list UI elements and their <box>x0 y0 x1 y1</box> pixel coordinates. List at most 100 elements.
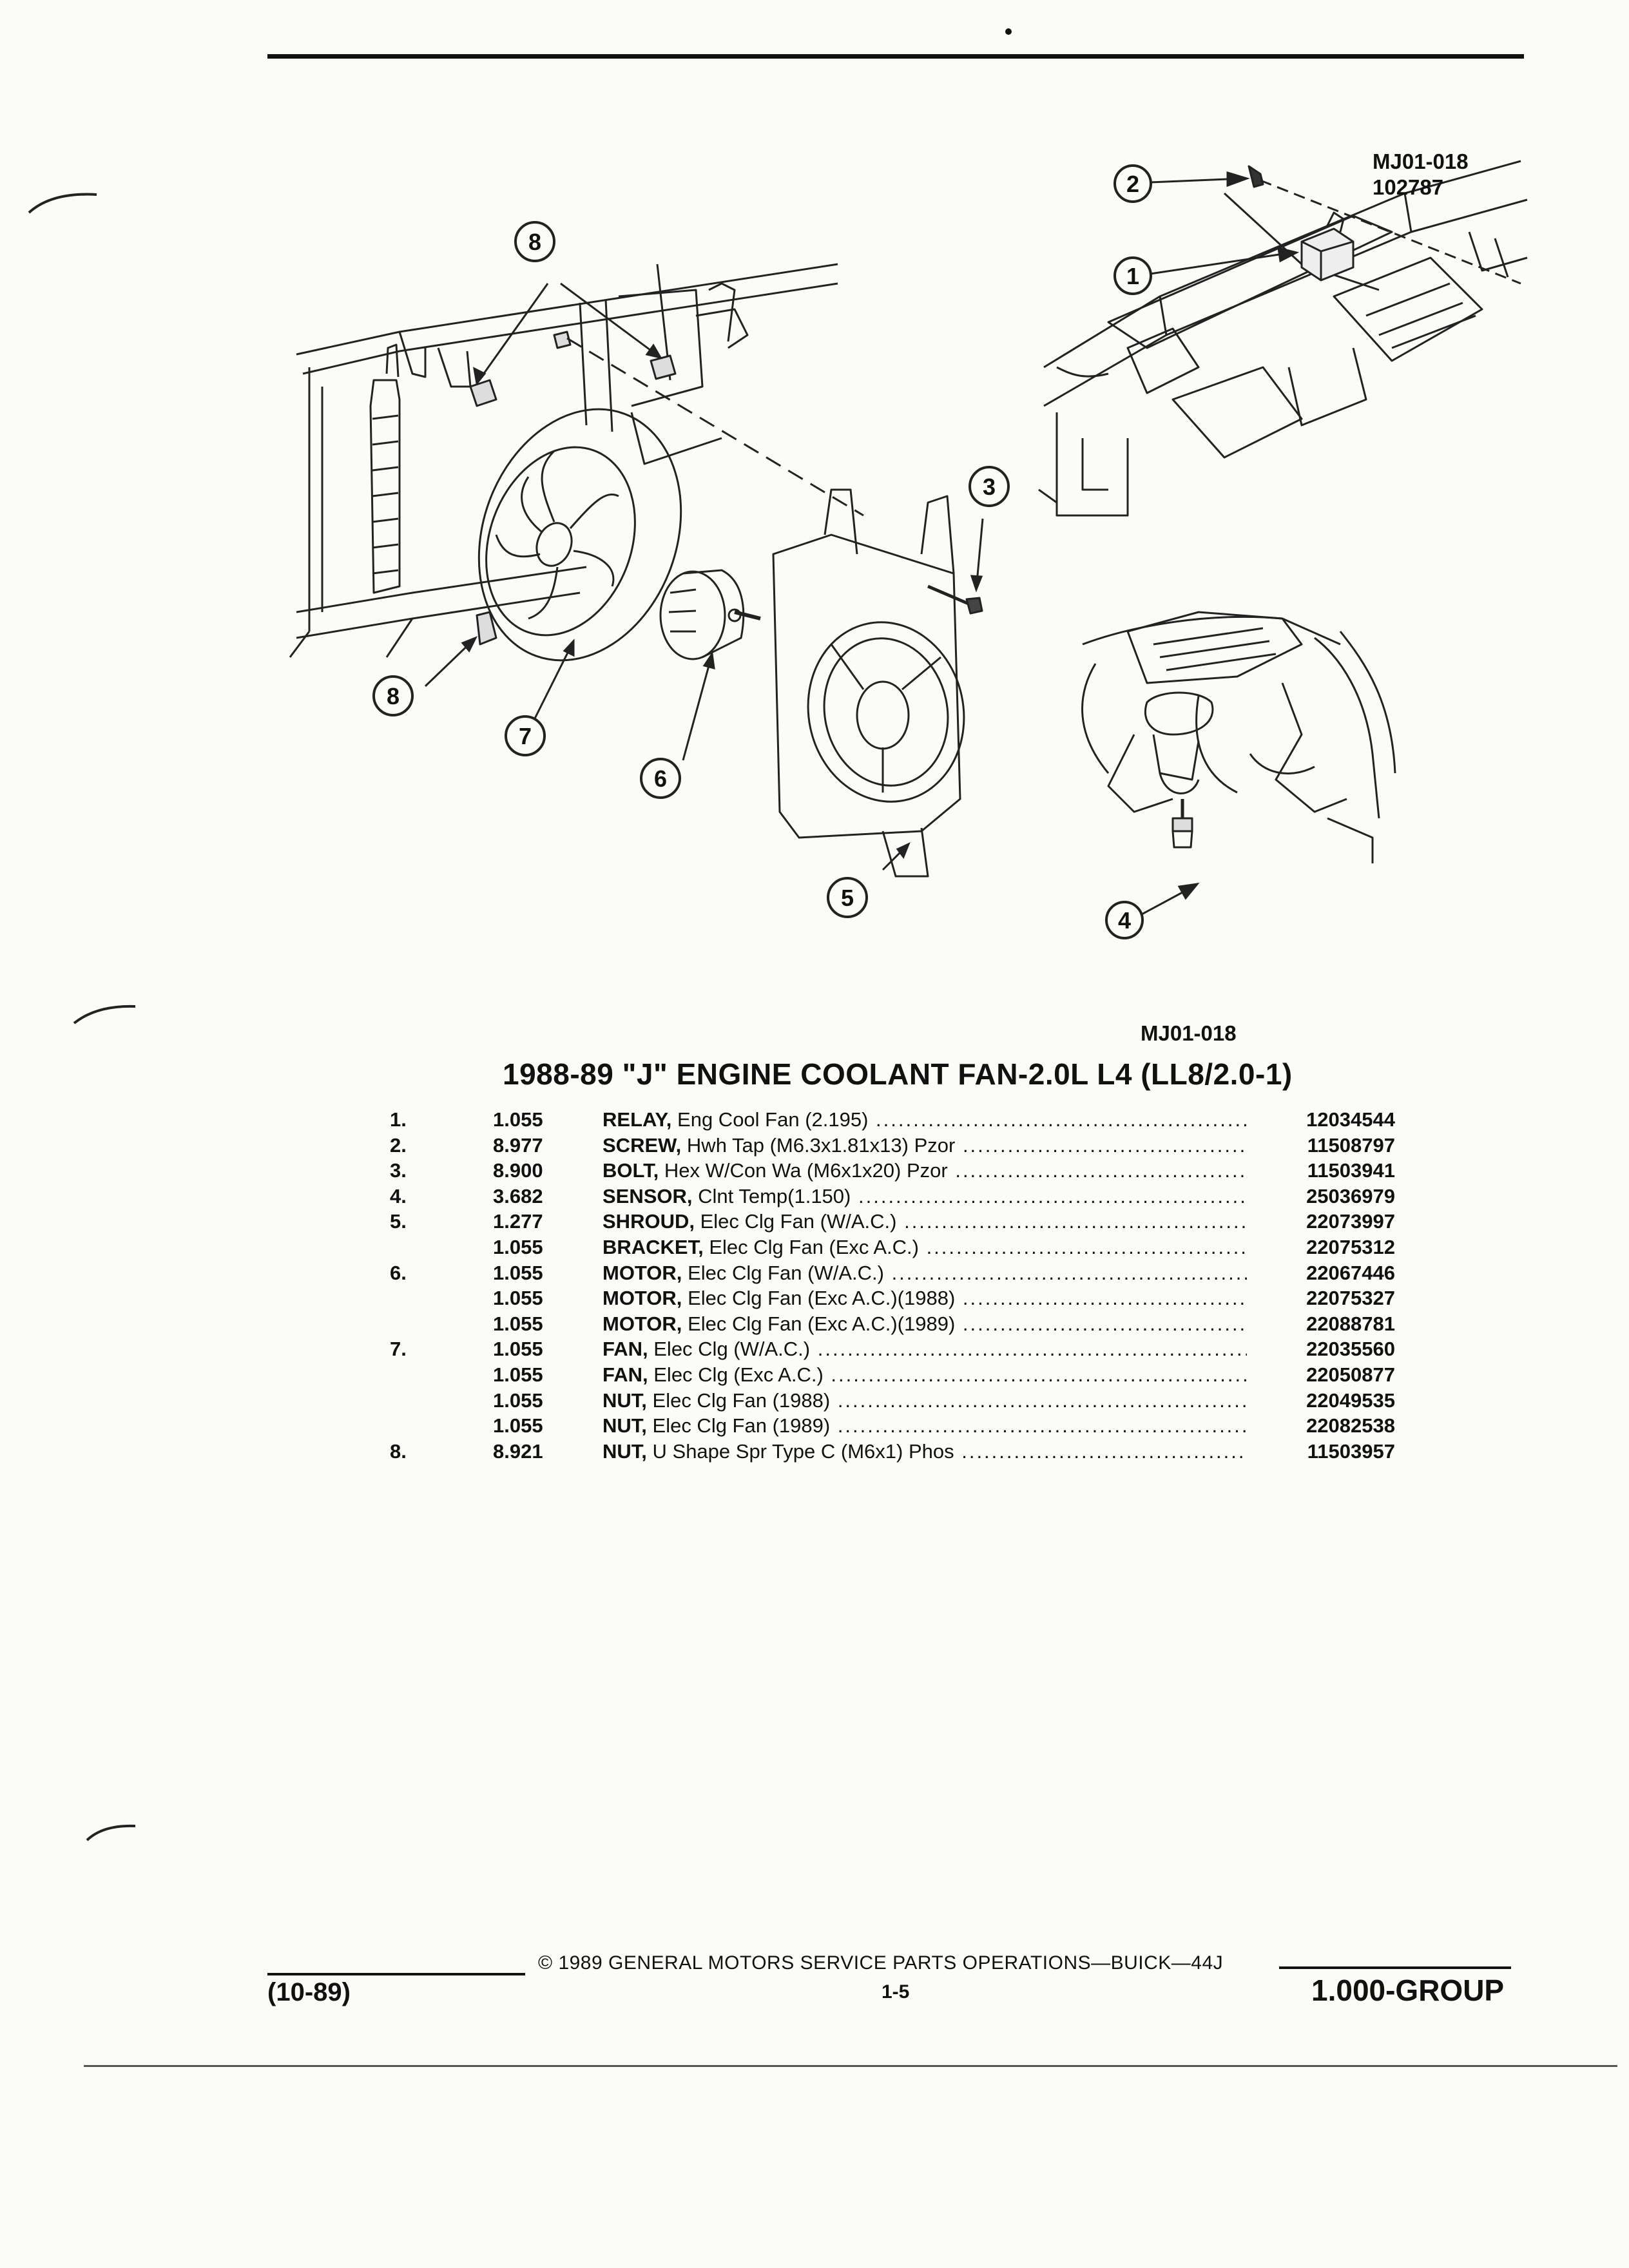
item-name: MOTOR, <box>602 1287 682 1310</box>
item-detail: Hex W/Con Wa (M6x1x20) Pzor <box>664 1159 948 1182</box>
item-detail: Elec Clg (Exc A.C.) <box>653 1363 824 1386</box>
parts-row: 7. 1.055 FAN, Elec Clg (W/A.C.) 22035560 <box>390 1336 1395 1362</box>
item-detail: Elec Clg Fan (1988) <box>652 1389 831 1412</box>
item-description: MOTOR, Elec Clg Fan (Exc A.C.)(1989) <box>602 1311 1247 1336</box>
parts-row: 3. 8.900 BOLT, Hex W/Con Wa (M6x1x20) Pz… <box>390 1158 1395 1184</box>
callout-7: 7 <box>519 723 532 749</box>
item-number: 3. <box>390 1159 407 1182</box>
callout-overlay: 2 1 3 4 5 6 7 8 8 <box>372 164 1300 939</box>
figure-id: MJ01-018 <box>1141 1021 1237 1045</box>
item-number: 1. <box>390 1108 407 1131</box>
item-description: FAN, Elec Clg (Exc A.C.) <box>602 1362 1247 1387</box>
item-code: 1.055 <box>493 1108 543 1131</box>
item-description: NUT, Elec Clg Fan (1988) <box>602 1388 1247 1413</box>
callout-5: 5 <box>841 885 854 911</box>
parts-row: 1.055 NUT, Elec Clg Fan (1989) 22082538 <box>390 1413 1395 1439</box>
parts-list: 1. 1.055 RELAY, Eng Cool Fan (2.195) 120… <box>390 1107 1395 1464</box>
part-number: 22082538 <box>1260 1413 1395 1439</box>
parts-row: 1. 1.055 RELAY, Eng Cool Fan (2.195) 120… <box>390 1107 1395 1133</box>
item-description: RELAY, Eng Cool Fan (2.195) <box>602 1107 1247 1132</box>
part-number: 22067446 <box>1260 1260 1395 1285</box>
item-name: RELAY, <box>602 1108 672 1131</box>
item-name: SHROUD, <box>602 1210 695 1233</box>
item-detail: Eng Cool Fan (2.195) <box>677 1108 869 1131</box>
item-detail: Elec Clg Fan (Exc A.C.)(1988) <box>688 1287 956 1310</box>
item-description: NUT, U Shape Spr Type C (M6x1) Phos <box>602 1439 1247 1464</box>
item-code: 1.055 <box>493 1389 543 1412</box>
section-title: 1988-89 "J" ENGINE COOLANT FAN-2.0L L4 (… <box>503 1057 1293 1091</box>
item-name: SENSOR, <box>602 1184 693 1207</box>
item-number: 5. <box>390 1210 407 1233</box>
item-description: SCREW, Hwh Tap (M6.3x1.81x13) Pzor <box>602 1133 1247 1158</box>
item-detail: Clnt Temp(1.150) <box>698 1184 851 1207</box>
item-number: 7. <box>390 1338 407 1361</box>
item-code: 1.055 <box>493 1235 543 1258</box>
part-number: 22073997 <box>1260 1209 1395 1235</box>
parts-row: 1.055 MOTOR, Elec Clg Fan (Exc A.C.)(198… <box>390 1285 1395 1311</box>
item-code: 1.055 <box>493 1363 543 1386</box>
item-detail: Elec Clg Fan (W/A.C.) <box>700 1210 897 1233</box>
parts-row: 1.055 MOTOR, Elec Clg Fan (Exc A.C.)(198… <box>390 1311 1395 1337</box>
item-name: BOLT, <box>602 1159 659 1182</box>
item-description: BOLT, Hex W/Con Wa (M6x1x20) Pzor <box>602 1158 1247 1183</box>
scan-mark <box>86 1824 136 1841</box>
item-code: 1.277 <box>493 1210 543 1233</box>
callout-8-upper: 8 <box>528 229 541 255</box>
item-detail: Elec Clg Fan (Exc A.C.) <box>709 1235 919 1258</box>
header-rule <box>267 54 1524 59</box>
part-number: 22075327 <box>1260 1285 1395 1311</box>
scan-mark <box>28 193 97 214</box>
item-name: NUT, <box>602 1439 647 1463</box>
callout-3: 3 <box>983 474 996 500</box>
item-name: NUT, <box>602 1414 647 1437</box>
footer-rule-right <box>1279 1966 1511 1969</box>
footer-rule-left <box>267 1973 525 1975</box>
coolant-fan-assembly-illustration <box>289 263 984 878</box>
item-name: FAN, <box>602 1338 648 1361</box>
part-number: 11508797 <box>1260 1132 1395 1158</box>
part-number: 25036979 <box>1260 1183 1395 1209</box>
part-number: 22075312 <box>1260 1234 1395 1260</box>
parts-row: 4. 3.682 SENSOR, Clnt Temp(1.150) 250369… <box>390 1183 1395 1209</box>
scan-mark <box>73 1004 136 1024</box>
item-detail: U Shape Spr Type C (M6x1) Phos <box>652 1439 954 1463</box>
callout-8-lower: 8 <box>387 683 400 709</box>
item-description: MOTOR, Elec Clg Fan (W/A.C.) <box>602 1260 1247 1285</box>
item-detail: Hwh Tap (M6.3x1.81x13) Pzor <box>686 1133 956 1157</box>
item-description: MOTOR, Elec Clg Fan (Exc A.C.)(1988) <box>602 1285 1247 1311</box>
item-description: SENSOR, Clnt Temp(1.150) <box>602 1184 1247 1209</box>
item-code: 1.055 <box>493 1414 543 1437</box>
callout-4: 4 <box>1118 907 1131 934</box>
inset-figure-code: MJ01-018 <box>1373 149 1469 173</box>
bottom-rule <box>84 2065 1617 2067</box>
item-code: 1.055 <box>493 1261 543 1284</box>
item-description: BRACKET, Elec Clg Fan (Exc A.C.) <box>602 1235 1247 1260</box>
part-number: 22049535 <box>1260 1387 1395 1413</box>
callout-1: 1 <box>1126 263 1139 289</box>
part-number: 11503941 <box>1260 1158 1395 1184</box>
item-detail: Elec Clg Fan (1989) <box>652 1414 831 1437</box>
part-number: 22088781 <box>1260 1311 1395 1336</box>
footer-group: 1.000-GROUP <box>1311 1974 1505 2007</box>
item-name: FAN, <box>602 1363 648 1386</box>
footer-page-number: 1-5 <box>882 1981 910 2003</box>
parts-row: 1.055 FAN, Elec Clg (Exc A.C.) 22050877 <box>390 1361 1395 1388</box>
item-detail: Elec Clg Fan (Exc A.C.)(1989) <box>688 1312 956 1335</box>
item-number: 2. <box>390 1133 407 1157</box>
parts-row: 1.055 NUT, Elec Clg Fan (1988) 22049535 <box>390 1387 1395 1414</box>
item-number: 6. <box>390 1261 407 1284</box>
item-number: 4. <box>390 1184 407 1207</box>
footer-copyright: © 1989 GENERAL MOTORS SERVICE PARTS OPER… <box>538 1952 1224 1974</box>
item-code: 8.921 <box>493 1439 543 1463</box>
item-code: 1.055 <box>493 1312 543 1335</box>
parts-row: 1.055 BRACKET, Elec Clg Fan (Exc A.C.) 2… <box>390 1234 1395 1260</box>
footer-date: (10-89) <box>267 1978 351 2006</box>
item-description: NUT, Elec Clg Fan (1989) <box>602 1413 1247 1438</box>
item-code: 1.055 <box>493 1287 543 1310</box>
parts-row: 6. 1.055 MOTOR, Elec Clg Fan (W/A.C.) 22… <box>390 1260 1395 1286</box>
sensor-inset-illustration <box>1081 611 1396 863</box>
item-code: 1.055 <box>493 1338 543 1361</box>
item-code: 3.682 <box>493 1184 543 1207</box>
item-description: FAN, Elec Clg (W/A.C.) <box>602 1336 1247 1361</box>
item-name: SCREW, <box>602 1133 682 1157</box>
